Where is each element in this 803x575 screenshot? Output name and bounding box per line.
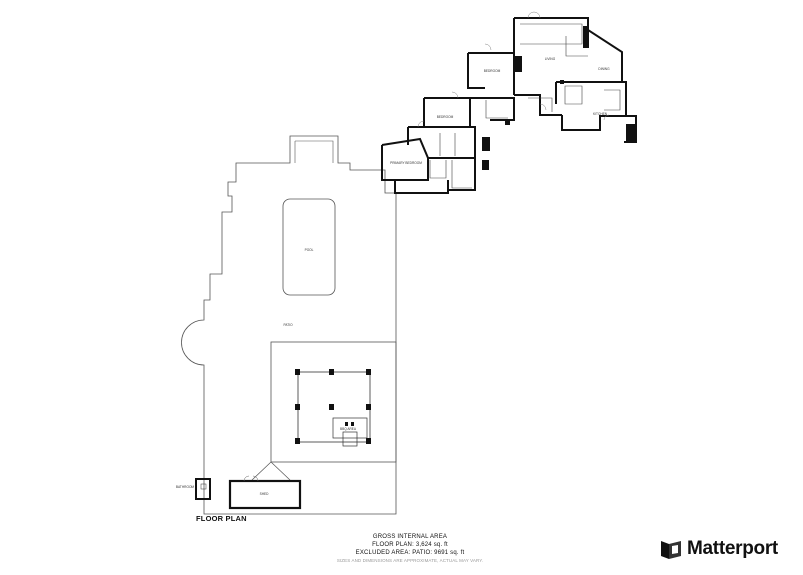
patio-label: PATIO [283, 323, 293, 327]
disclaimer: SIZES AND DIMENSIONS ARE APPROXIMATE, AC… [336, 558, 484, 563]
matterport-brand: Matterport [660, 536, 778, 562]
living-label: LIVING [545, 57, 556, 61]
floor-plan-title: FLOOR PLAN [196, 514, 247, 523]
shed-label: SHED [260, 492, 270, 496]
bbq-label: BBQ AREA [340, 427, 357, 431]
floor-plan-area: FLOOR PLAN: 3,624 sq. ft [372, 542, 448, 548]
outbuilding-bathroom [195, 478, 211, 500]
house-partitions [429, 23, 621, 189]
primary-bedroom-label: PRIMARY BEDROOM [390, 161, 422, 165]
pavilion-posts [295, 369, 371, 444]
shed [228, 479, 302, 510]
gross-area-title: GROSS INTERNAL AREA [372, 534, 448, 540]
house [381, 17, 637, 194]
excluded-area: EXCLUDED AREA: PATIO: 9691 sq. ft [355, 550, 465, 556]
door-swings [417, 11, 610, 128]
kitchen-label: KITCHEN [593, 112, 608, 116]
bedroom-2-label: BEDROOM [437, 115, 454, 119]
bathroom-outbuilding-label: BATHROOM [176, 485, 195, 489]
dining-label: DINING [598, 67, 610, 71]
brand-name: Matterport [687, 538, 778, 559]
patio-outline [181, 135, 397, 515]
bedroom-label: BEDROOM [484, 69, 501, 73]
area-summary: GROSS INTERNAL AREA FLOOR PLAN: 3,624 sq… [300, 533, 520, 565]
pavilion-area [270, 341, 397, 463]
bbq-counter [332, 417, 368, 447]
matterport-logo-icon [661, 541, 681, 559]
pool-label: POOL [305, 248, 314, 252]
house-wall-blocks [482, 26, 635, 170]
pool [282, 198, 336, 296]
